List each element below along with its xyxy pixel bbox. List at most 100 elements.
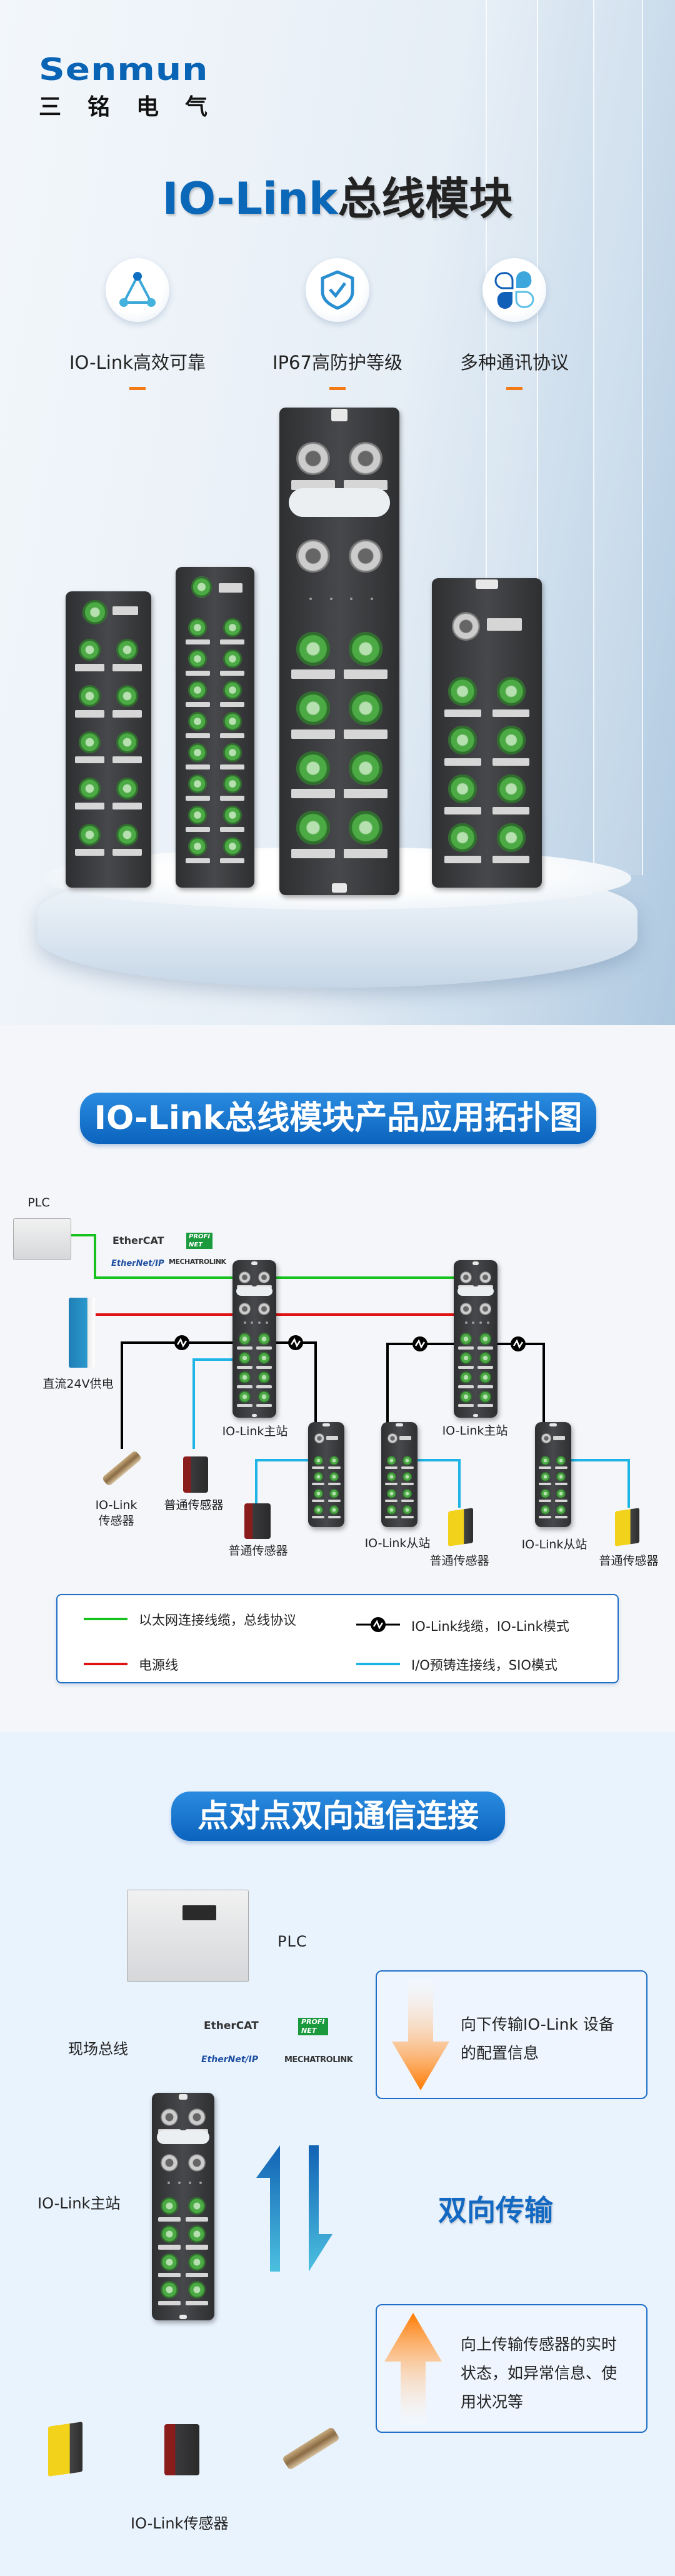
label-plate — [289, 488, 390, 518]
port-label — [75, 709, 104, 718]
status-led — [479, 1321, 482, 1325]
text-line: 向上传输传感器的实时 — [461, 2335, 618, 2353]
bidirectional-label: 双向传输 — [438, 2193, 553, 2227]
normal-sensor-label: 普通传感器 — [599, 1554, 659, 1568]
status-led — [309, 598, 312, 601]
uplink-text: 向上传输传感器的实时状态，如异常信息、使用状况等 — [461, 2330, 617, 2417]
m12-port — [296, 631, 330, 666]
m12-port — [222, 712, 242, 731]
legend-label: 以太网连接线缆，总线协议 — [139, 1613, 296, 1628]
m12-port — [188, 2225, 206, 2243]
port-label — [492, 806, 530, 815]
m12-port — [479, 1332, 492, 1345]
ethernetip-logo: EtherNet/IP — [201, 2055, 259, 2065]
power-port — [459, 1303, 472, 1315]
m12-port — [313, 1505, 323, 1515]
port-label — [256, 1385, 272, 1388]
m12-port — [116, 638, 139, 661]
plc-label: PLC — [28, 1196, 50, 1210]
port-label — [312, 1516, 325, 1519]
iolink-port — [388, 1433, 398, 1443]
port-label — [112, 848, 142, 856]
bus-port — [459, 1271, 472, 1284]
brand-char: 气 — [184, 94, 208, 120]
top-cap — [396, 1423, 403, 1427]
port-label — [220, 858, 245, 864]
port-label — [328, 1483, 341, 1486]
topology-legend: 以太网连接线缆，总线协议 电源线 IO-Link线缆，IO-Link模式 I/O… — [56, 1594, 619, 1683]
iolink-port — [314, 1433, 324, 1443]
topology-title-banner: IO-Link总线模块产品应用拓扑图 — [80, 1093, 596, 1144]
port-label — [401, 1499, 414, 1502]
feature-label: 多种通讯协议 — [459, 352, 569, 373]
brand-name-cn: 三 铭 电 气 — [39, 89, 208, 121]
text-line: 的配置信息 — [461, 2044, 539, 2062]
top-cap — [331, 409, 348, 421]
iolink-slave-3 — [535, 1422, 571, 1527]
laser-sensor — [448, 1508, 473, 1546]
port-label — [220, 670, 245, 676]
fieldbus-label: 现场总线 — [68, 2040, 128, 2058]
port-label — [185, 733, 210, 738]
port-label — [158, 2272, 181, 2278]
m12-port — [402, 1472, 412, 1482]
mechatrolink-logo: MECHATROLINK — [169, 1258, 226, 1266]
mount-hole — [332, 883, 347, 893]
m12-port — [496, 774, 526, 804]
port-label — [344, 848, 388, 858]
m12-port — [188, 837, 208, 856]
product-module-slave — [432, 578, 542, 888]
bus-port — [161, 2108, 178, 2127]
iolink-slave-2 — [381, 1422, 418, 1527]
port-label — [553, 1435, 565, 1440]
port-label — [75, 756, 104, 764]
m12-port — [188, 618, 208, 638]
status-led — [189, 2181, 191, 2184]
port-label — [112, 756, 142, 764]
p2p-title-banner: 点对点双向通信连接 — [171, 1792, 505, 1841]
power-supply-device — [69, 1298, 95, 1368]
iolink-port — [451, 612, 481, 641]
port-label — [220, 733, 245, 738]
normal-sensor-label: 普通传感器 — [228, 1544, 288, 1558]
m12-port — [402, 1505, 412, 1515]
port-label — [185, 858, 210, 864]
port-label — [554, 1516, 568, 1519]
bus-port — [258, 1271, 271, 1284]
status-led — [370, 598, 373, 601]
port-label — [539, 1499, 552, 1502]
m12-port — [459, 1332, 472, 1345]
accent-dash — [129, 387, 146, 390]
port-label — [220, 827, 245, 833]
m12-port — [448, 726, 478, 755]
port-label — [185, 764, 210, 770]
port-label — [539, 1516, 552, 1519]
uplink-info-box: 向上传输传感器的实时状态，如异常信息、使用状况等 — [376, 2304, 648, 2433]
slave-label: IO-Link从站 — [364, 1536, 431, 1550]
m12-port — [258, 1390, 271, 1403]
top-cap — [476, 579, 498, 589]
port-label — [185, 2272, 209, 2278]
m12-port — [296, 751, 330, 785]
port-label — [458, 1385, 474, 1388]
bus-port — [479, 1271, 492, 1284]
plc-display — [182, 1905, 216, 1920]
m12-port — [222, 806, 242, 825]
legend-label: IO-Link线缆，IO-Link模式 — [411, 1619, 569, 1634]
port-label — [444, 806, 482, 815]
status-led — [350, 598, 353, 601]
feature-label: IP67高防护等级 — [272, 352, 402, 373]
m12-port — [116, 777, 139, 800]
iolink-coupling-icon — [356, 1617, 400, 1632]
port-label — [344, 669, 388, 679]
port-label — [539, 1466, 552, 1469]
status-led — [329, 598, 332, 601]
top-cap — [472, 1261, 479, 1266]
normal-sensor-label: 普通传感器 — [164, 1498, 224, 1512]
port-label — [220, 639, 245, 644]
iolink-master — [152, 2093, 214, 2320]
m12-port — [258, 1332, 271, 1345]
brand-char: 铭 — [87, 94, 110, 120]
m12-port — [386, 1505, 396, 1515]
